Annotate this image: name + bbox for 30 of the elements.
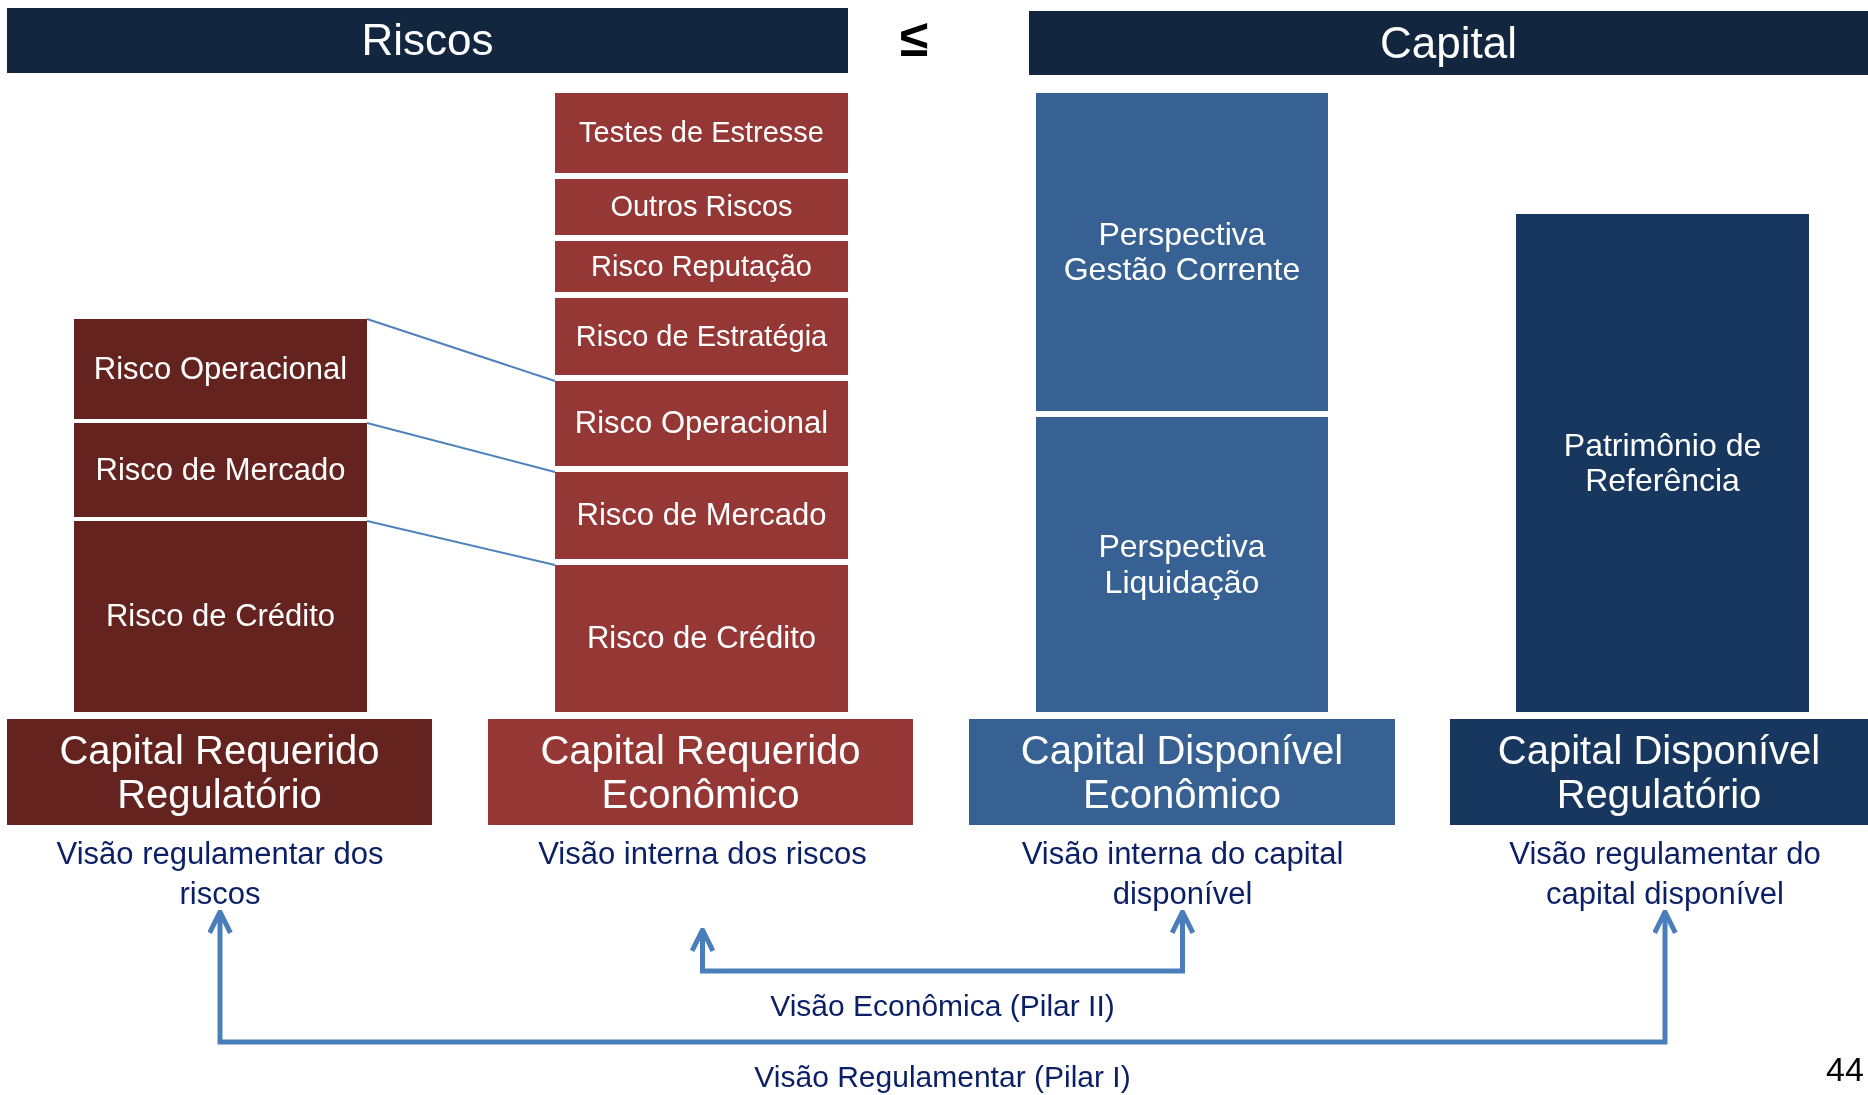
risk-block: Risco de Mercado [555,472,848,559]
comparison-sign: ≤ [900,8,929,68]
header-band: Capital [1029,11,1868,75]
risk-block: Risco de Mercado [74,423,367,517]
caption-text: Visão regulamentar dos riscos [20,834,420,912]
capital-block: Perspectiva Liquidação [1036,417,1328,712]
caption-text: Visão interna do capital disponível [985,834,1380,912]
risk-block: Risco de Estratégia [555,298,848,375]
risk-block: Risco Reputação [555,241,848,292]
connector-line [366,422,556,473]
connector-line [366,520,556,566]
risk-block: Risco de Crédito [555,565,848,712]
capital-block: Perspectiva Gestão Corrente [1036,93,1328,411]
caption-text: Visão regulamentar do capital disponível [1465,834,1865,912]
connector-line [366,318,556,382]
header-band: Riscos [7,8,848,73]
double-arrow [207,909,1678,1045]
category-bar: Capital Requerido Econômico [488,719,913,825]
risk-block: Outros Riscos [555,179,848,235]
risk-block: Risco de Crédito [74,521,367,712]
risk-block: Risco Operacional [555,381,848,466]
double-arrow [689,909,1196,974]
risk-block: Risco Operacional [74,319,367,419]
category-bar: Capital Disponível Regulatório [1450,719,1868,825]
category-bar: Capital Disponível Econômico [969,719,1395,825]
page-number: 44 [1826,1050,1864,1089]
caption-text: Visão interna dos riscos [500,834,905,930]
category-bar: Capital Requerido Regulatório [7,719,432,825]
capital-block: Patrimônio de Referência [1516,214,1809,712]
risk-block: Testes de Estresse [555,93,848,173]
